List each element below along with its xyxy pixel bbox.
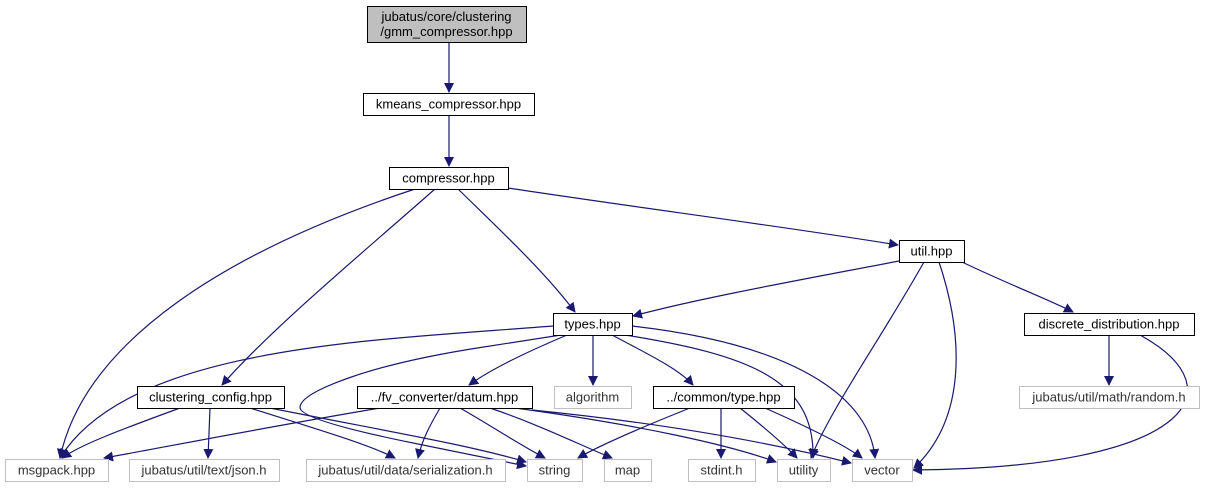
node-label: ../common/type.hpp [666, 390, 780, 405]
node-box [852, 459, 913, 482]
edge-datum-to-utility [514, 407, 777, 464]
node-box [129, 459, 280, 482]
edge-datum-to-msgpack [103, 407, 381, 462]
node-box [553, 313, 633, 336]
node-box [527, 459, 583, 482]
edge-datum-to-map [489, 407, 613, 460]
edge-compressor-to-clustering-config [221, 188, 436, 386]
edge-util-to-types [632, 260, 900, 319]
node-label: util.hpp [911, 244, 953, 259]
node-box [1019, 386, 1200, 409]
edge-discrete-distribution-to-vector [912, 334, 1189, 475]
node-serialization-h: jubatus/util/data/serialization.h [306, 459, 506, 482]
node-label: kmeans_compressor.hpp [376, 97, 521, 112]
node-label: discrete_distribution.hpp [1039, 317, 1180, 332]
node-box [688, 459, 756, 482]
node-label: /gmm_compressor.hpp [380, 24, 512, 39]
node-vector: vector [852, 459, 913, 482]
node-box [306, 459, 506, 482]
node-label: jubatus/util/data/serialization.h [317, 463, 492, 478]
edge-types-to-common-type [611, 334, 694, 386]
edge-compressor-to-util [507, 187, 899, 249]
edge-clustering-config-to-msgpack [61, 407, 181, 459]
node-box [653, 386, 795, 409]
node-box [389, 167, 509, 190]
node-box [1024, 313, 1195, 336]
node-box [777, 459, 831, 482]
node-label: algorithm [566, 390, 619, 405]
edge-types-to-datum [468, 334, 568, 386]
nodes-layer: jubatus/core/clustering/gmm_compressor.h… [5, 6, 1200, 482]
edge-datum-to-serialization-h [415, 407, 441, 459]
node-label: types.hpp [564, 317, 620, 332]
node-label: stdint.h [701, 463, 743, 478]
edge-common-type-to-utility [739, 407, 798, 459]
node-label: string [539, 463, 571, 478]
node-kmeans-compressor[interactable]: kmeans_compressor.hpp [363, 93, 535, 116]
node-datum[interactable]: ../fv_converter/datum.hpp [357, 386, 533, 409]
edge-common-type-to-string [577, 407, 691, 459]
edge-types-to-utility [624, 334, 819, 459]
edge-datum-to-vector [531, 409, 852, 466]
node-common-type[interactable]: ../common/type.hpp [653, 386, 795, 409]
node-label: ../fv_converter/datum.hpp [371, 390, 518, 405]
node-types[interactable]: types.hpp [553, 313, 633, 336]
edge-datum-to-string [459, 407, 546, 459]
node-compressor[interactable]: compressor.hpp [389, 167, 509, 190]
edge-types-to-vector [631, 325, 880, 459]
node-discrete-distribution[interactable]: discrete_distribution.hpp [1024, 313, 1195, 336]
node-label: map [615, 463, 640, 478]
node-label: jubatus/util/math/random.h [1031, 390, 1185, 405]
node-stdint-h: stdint.h [688, 459, 756, 482]
node-util[interactable]: util.hpp [899, 240, 965, 263]
node-label: compressor.hpp [402, 171, 495, 186]
node-label: utility [789, 463, 819, 478]
node-map: map [604, 459, 652, 482]
node-json-h: jubatus/util/text/json.h [129, 459, 280, 482]
edge-compressor-to-types [457, 188, 576, 313]
node-box [137, 386, 285, 409]
node-box [367, 6, 527, 43]
node-label: clustering_config.hpp [149, 390, 272, 405]
edge-compressor-to-msgpack [56, 188, 416, 459]
node-box [554, 386, 632, 409]
node-algorithm: algorithm [554, 386, 632, 409]
node-box [604, 459, 652, 482]
edge-clustering-config-to-json-h [203, 407, 214, 459]
edge-clustering-config-to-string [269, 407, 527, 465]
edge-util-to-utility [809, 261, 925, 459]
edge-util-to-vector [913, 261, 957, 469]
node-box [357, 386, 533, 409]
node-box [899, 240, 965, 263]
node-string: string [527, 459, 583, 482]
edge-common-type-to-vector [764, 407, 863, 459]
edge-util-to-discrete-distribution [961, 261, 1074, 313]
node-utility: utility [777, 459, 831, 482]
node-random-h: jubatus/util/math/random.h [1019, 386, 1200, 409]
node-label: jubatus/core/clustering [380, 9, 511, 24]
node-label: jubatus/util/text/json.h [140, 463, 266, 478]
node-box [363, 93, 535, 116]
edge-types-to-string [299, 334, 562, 470]
node-msgpack: msgpack.hpp [5, 459, 109, 482]
edge-clustering-config-to-serialization-h [249, 407, 396, 459]
edges-layer [56, 42, 1189, 475]
node-label: msgpack.hpp [18, 463, 95, 478]
edge-types-to-msgpack [59, 325, 554, 459]
node-gmm-compressor[interactable]: jubatus/core/clustering/gmm_compressor.h… [367, 6, 527, 43]
node-box [5, 459, 109, 482]
node-clustering-config[interactable]: clustering_config.hpp [137, 386, 285, 409]
node-label: vector [864, 463, 900, 478]
